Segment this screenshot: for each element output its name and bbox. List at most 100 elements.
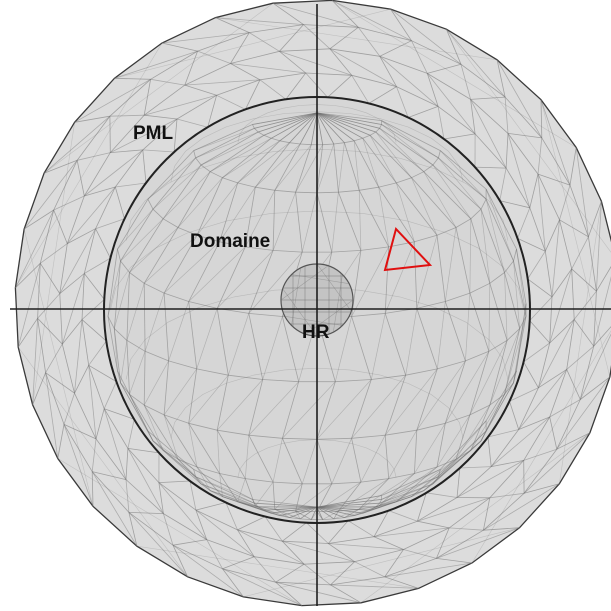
mesh-edge xyxy=(249,24,304,33)
mesh-edge xyxy=(128,512,188,578)
mesh-edge xyxy=(144,94,217,116)
mesh-edge xyxy=(197,32,250,52)
mesh-edge xyxy=(423,171,457,228)
mesh-edge xyxy=(335,379,372,383)
mesh-edge xyxy=(354,561,385,578)
mesh-edge xyxy=(228,374,263,380)
mesh-edge xyxy=(239,125,247,135)
mesh-edge xyxy=(414,466,438,474)
mesh-edge xyxy=(129,394,164,451)
mesh-edge xyxy=(263,112,318,136)
mesh-edge xyxy=(91,471,94,507)
mesh-edge xyxy=(115,182,147,188)
mesh-edge xyxy=(465,293,471,361)
mesh-edge xyxy=(330,561,355,586)
mesh-edge xyxy=(331,481,361,485)
mesh-edge xyxy=(538,319,575,388)
mesh-edge xyxy=(272,482,276,510)
mesh-edge xyxy=(113,328,121,383)
mesh-edge xyxy=(285,72,307,100)
mesh-edge xyxy=(423,171,472,220)
mesh-edge xyxy=(237,469,241,478)
mesh-edge xyxy=(370,313,386,380)
mesh-edge xyxy=(39,263,61,294)
mesh-edge xyxy=(438,150,441,159)
mesh-edge xyxy=(432,164,472,220)
mesh-edge xyxy=(176,118,208,128)
mesh-edge xyxy=(67,228,96,244)
mesh-edge xyxy=(316,104,335,106)
mesh-edge xyxy=(126,272,130,341)
mesh-edge xyxy=(489,283,508,341)
mesh-edge xyxy=(282,440,300,444)
mesh-edge xyxy=(88,365,105,409)
mesh-edge xyxy=(523,361,539,388)
mesh-edge xyxy=(338,142,345,193)
mesh-edge xyxy=(248,379,264,436)
mesh-edge xyxy=(188,301,198,369)
mesh-edge xyxy=(489,460,524,499)
mesh-edge xyxy=(378,187,390,247)
mesh-edge xyxy=(282,437,318,440)
mesh-edge xyxy=(53,195,85,211)
mesh-edge xyxy=(129,227,179,273)
mesh-edge xyxy=(255,481,274,507)
mesh-edge xyxy=(282,381,300,439)
mesh-edge xyxy=(144,350,169,362)
mesh-edge xyxy=(491,460,524,467)
mesh-edge xyxy=(469,292,490,352)
mesh-edge xyxy=(436,529,484,559)
mesh-edge xyxy=(316,112,382,125)
mesh-edge xyxy=(338,192,362,251)
mesh-edge xyxy=(316,499,382,508)
mesh-edge xyxy=(120,218,164,262)
mesh-edge xyxy=(436,423,446,468)
mesh-edge xyxy=(258,112,318,133)
mesh-edge xyxy=(63,393,75,425)
mesh-edge xyxy=(114,50,198,79)
mesh-edge xyxy=(371,374,406,380)
mesh-edge xyxy=(517,207,531,239)
mesh-edge xyxy=(279,140,290,144)
mesh-edge xyxy=(369,131,377,136)
mesh-edge xyxy=(147,199,154,210)
mesh-edge xyxy=(304,561,355,565)
mesh-edge xyxy=(295,510,312,520)
mesh-edge xyxy=(417,497,490,522)
mesh-edge xyxy=(369,496,412,511)
mesh-edge xyxy=(95,438,127,480)
mesh-edge xyxy=(440,150,487,190)
mesh-edge xyxy=(559,219,573,269)
mesh-edge xyxy=(538,342,551,388)
mesh-edge xyxy=(384,375,407,436)
mesh-edge xyxy=(84,149,144,197)
mesh-edge xyxy=(496,59,506,98)
mesh-edge xyxy=(502,358,509,380)
mesh-edge xyxy=(388,510,418,522)
mesh-edge xyxy=(219,187,256,242)
mesh-edge xyxy=(384,562,473,578)
mesh-edge xyxy=(549,268,573,344)
mesh-edge xyxy=(480,209,491,284)
mesh-edge xyxy=(378,186,415,243)
mesh-edge xyxy=(354,137,363,142)
mesh-edge xyxy=(316,506,345,518)
mesh-edge xyxy=(513,260,521,329)
mesh-edge xyxy=(163,513,207,540)
mesh-edge xyxy=(483,483,560,531)
mesh-edge xyxy=(379,55,439,107)
mesh-edge xyxy=(114,8,391,79)
mesh-edge xyxy=(282,381,336,439)
mesh-edge xyxy=(505,167,531,209)
mesh-edge xyxy=(45,372,65,425)
mesh-edge xyxy=(147,150,194,200)
mesh-edge xyxy=(431,137,449,152)
mesh-edge xyxy=(237,516,266,531)
mesh-edge xyxy=(219,241,246,248)
mesh-edge xyxy=(488,283,491,352)
mesh-edge xyxy=(57,458,303,606)
mesh-edge xyxy=(459,166,464,182)
mesh-edge xyxy=(375,131,412,178)
mesh-edge xyxy=(32,122,75,405)
